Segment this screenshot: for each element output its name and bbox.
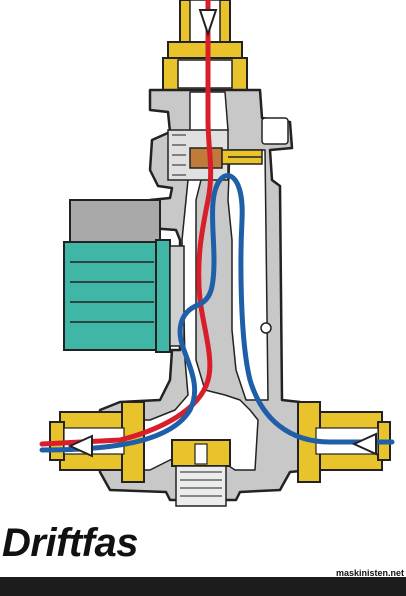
flow-arrow-down-icon	[198, 9, 218, 38]
circulation-pump	[63, 199, 185, 353]
return-flow-line	[39, 173, 395, 453]
pump-valve-diagram	[39, 0, 395, 507]
thermostat-element	[167, 129, 263, 181]
supply-flow-line	[39, 0, 214, 447]
flow-arrow-left-icon	[351, 432, 377, 456]
source-credit: maskinisten.net	[335, 568, 404, 578]
diagram-caption: Driftfas	[2, 521, 139, 565]
bottom-check-valve	[171, 439, 231, 507]
flow-arrow-left-icon	[67, 434, 93, 458]
footer-bar	[0, 577, 406, 596]
